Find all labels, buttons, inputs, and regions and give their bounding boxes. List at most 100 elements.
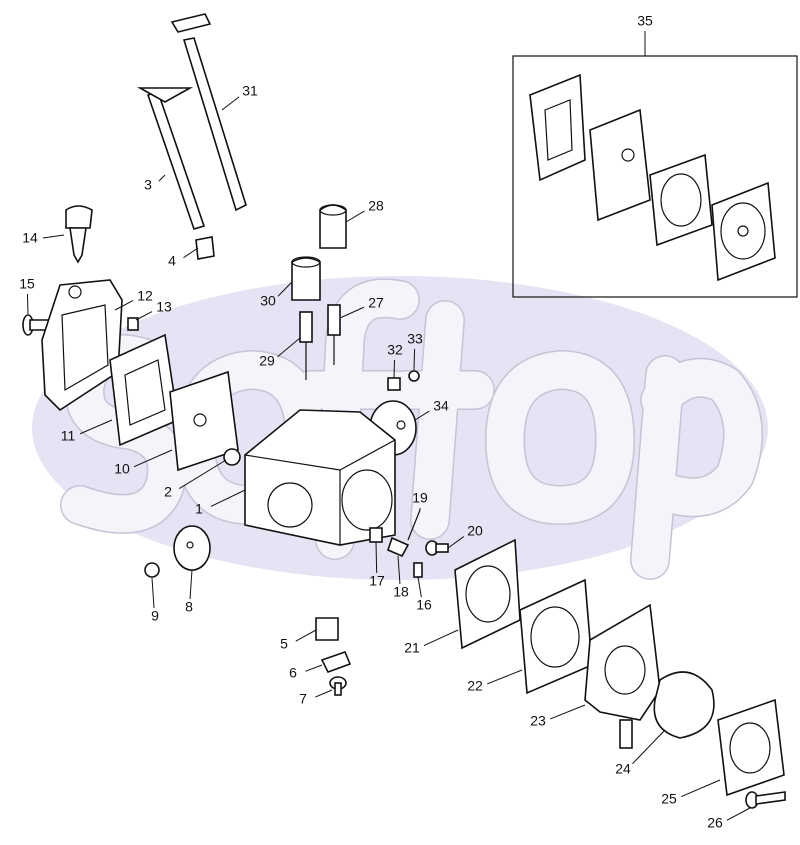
leader-line-23	[550, 704, 586, 720]
leader-line-8	[189, 569, 193, 600]
diaphragm-22	[519, 578, 593, 695]
part-label-18: 18	[393, 584, 409, 600]
pin-19	[407, 509, 421, 541]
spring-17	[369, 527, 383, 543]
leader-line-26	[726, 807, 751, 821]
screen-2	[223, 448, 241, 466]
leader-line-18	[397, 555, 401, 585]
leader-line-34	[414, 410, 430, 421]
part-label-16: 16	[416, 597, 432, 613]
part-label-31: 31	[242, 83, 258, 99]
screw-20	[425, 540, 449, 556]
part-label-12: 12	[137, 288, 153, 304]
choke-shaft	[136, 87, 206, 230]
leader-line-30	[277, 281, 293, 297]
needle-16	[413, 562, 423, 578]
part-label-14: 14	[22, 230, 38, 246]
screw-7	[329, 676, 347, 696]
spring-5	[315, 617, 339, 641]
leader-line-6	[305, 664, 323, 672]
part-label-11: 11	[61, 428, 76, 444]
part-label-23: 23	[530, 713, 546, 729]
plate-8	[173, 525, 211, 571]
leader-line-12	[114, 300, 134, 311]
pump-cover-23	[584, 603, 661, 749]
spring-32	[387, 377, 401, 391]
part-label-2: 2	[164, 484, 172, 500]
leader-line-21	[423, 629, 459, 647]
part-label-6: 6	[289, 665, 297, 681]
part-label-13: 13	[156, 299, 172, 315]
kit-diaphragm-gasket	[649, 153, 713, 247]
part-label-27: 27	[368, 295, 384, 311]
leader-line-14	[42, 234, 65, 239]
leader-line-20	[447, 536, 465, 549]
leader-line-17	[375, 541, 378, 574]
gasket-kit-box	[512, 55, 798, 298]
leader-line-28	[345, 210, 365, 223]
part-label-26: 26	[707, 815, 723, 831]
leader-line-22	[487, 669, 523, 685]
leader-line-25	[680, 779, 721, 798]
kit-gasket-2	[589, 108, 651, 222]
part-label-30: 30	[260, 293, 276, 309]
leader-line-1	[210, 489, 246, 507]
part-label-1: 1	[195, 501, 203, 517]
leader-line-11	[79, 419, 113, 435]
part-label-21: 21	[404, 640, 420, 656]
screw-15	[22, 314, 51, 336]
part-label-33: 33	[407, 331, 423, 347]
part-label-24: 24	[615, 761, 631, 777]
part-label-7: 7	[299, 691, 307, 707]
leader-line-13	[135, 311, 153, 321]
leader-line-29	[277, 337, 301, 358]
leader-line-15	[26, 293, 29, 315]
plug-13	[127, 317, 139, 331]
watermark-letter-2	[291, 279, 419, 559]
watermark-letter-5	[631, 356, 762, 579]
adjusting-needle-27	[327, 304, 341, 365]
carburetor-body	[244, 409, 396, 546]
limiter-cap-28	[319, 204, 347, 249]
part-label-9: 9	[151, 608, 159, 624]
washer-6	[320, 650, 352, 673]
screw-14	[65, 205, 93, 264]
part-label-3: 3	[144, 177, 152, 193]
leader-line-10	[133, 449, 173, 468]
part-label-34: 34	[433, 398, 449, 414]
ball-33	[408, 370, 420, 382]
leader-line-16	[417, 576, 422, 598]
leader-line-7	[315, 689, 333, 698]
cover-25	[717, 698, 785, 797]
part-label-32: 32	[387, 342, 403, 358]
part-label-28: 28	[368, 198, 384, 214]
primer-bulb-24	[653, 671, 715, 739]
kit-gasket-1	[529, 73, 586, 182]
part-label-17: 17	[369, 573, 385, 589]
screw-9	[144, 562, 160, 578]
leader-line-24	[632, 729, 666, 765]
gasket-10	[169, 370, 239, 472]
cover-plate	[41, 279, 123, 412]
part-label-10: 10	[114, 461, 130, 477]
part-label-5: 5	[280, 636, 288, 652]
leader-line-9	[151, 577, 155, 609]
leader-line-3	[158, 174, 166, 182]
throttle-shaft	[170, 13, 247, 212]
leader-line-31	[221, 96, 240, 111]
part-label-20: 20	[467, 523, 483, 539]
kit-diaphragm	[711, 181, 776, 282]
leader-line-5	[295, 629, 317, 642]
watermark-letter-4	[486, 351, 634, 524]
watermark-letter-3	[386, 301, 494, 539]
part-label-19: 19	[412, 490, 428, 506]
leader-line-33	[413, 348, 416, 371]
part-label-4: 4	[168, 253, 176, 269]
leader-line-32	[393, 359, 396, 379]
leader-line-27	[339, 306, 365, 319]
part-label-25: 25	[661, 791, 677, 807]
part-label-22: 22	[467, 678, 483, 694]
screw-26	[745, 791, 786, 809]
adjusting-needle-29	[299, 311, 313, 380]
leader-line-2	[179, 459, 227, 489]
